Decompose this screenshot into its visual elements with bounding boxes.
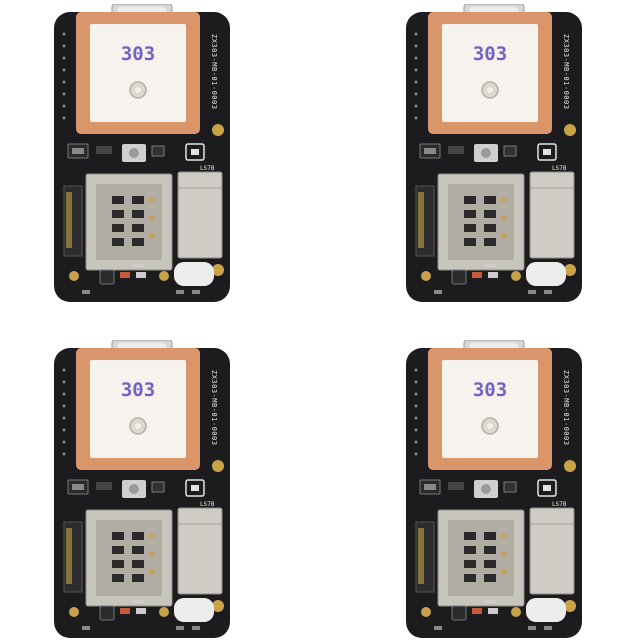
gps-tracker-board-4: 303 ZX303-MB-01-0003 LS7B xnon [404, 340, 584, 640]
gps-tracker-board-3: 303 ZX303-MB-01-0003 LS7B xnon [52, 340, 232, 640]
antenna-label: 303 [473, 379, 507, 401]
card-slot [529, 171, 575, 259]
card-slot [177, 171, 223, 259]
chip-brand: xnon [484, 262, 496, 268]
silk-label: LS7B [200, 165, 215, 172]
pcb-code: ZX303-MB-01-0003 [210, 34, 218, 109]
pcb-code: ZX303-MB-01-0003 [562, 370, 570, 445]
pcb-svg: 303 ZX303-MB-01-0003 LS7B xnon [54, 4, 230, 302]
silk-label: LS7B [552, 165, 567, 172]
silk-label: LS7B [200, 501, 215, 508]
pcb-code: ZX303-MB-01-0003 [210, 370, 218, 445]
chip-brand: xnon [132, 598, 144, 604]
pcb-svg: 303 ZX303-MB-01-0003 LS7B xnon [406, 340, 582, 638]
antenna-label: 303 [121, 43, 155, 65]
card-slot [529, 507, 575, 595]
card-slot [177, 507, 223, 595]
pcb-svg: 303 ZX303-MB-01-0003 LS7B xnon [54, 340, 230, 638]
antenna-label: 303 [121, 379, 155, 401]
antenna-label: 303 [473, 43, 507, 65]
pcb-svg: 303 ZX303-MB-01-0003 LS7B xnon [406, 4, 582, 302]
gps-tracker-board-2: 303 ZX303-MB-01-0003 LS7B xnon [404, 4, 584, 304]
chip-brand: xnon [132, 262, 144, 268]
silk-label: LS7B [552, 501, 567, 508]
pcb-code: ZX303-MB-01-0003 [562, 34, 570, 109]
chip-brand: xnon [484, 598, 496, 604]
gps-tracker-board-1: 303 ZX303-MB-01-0003 LS7B xnon [52, 4, 232, 304]
